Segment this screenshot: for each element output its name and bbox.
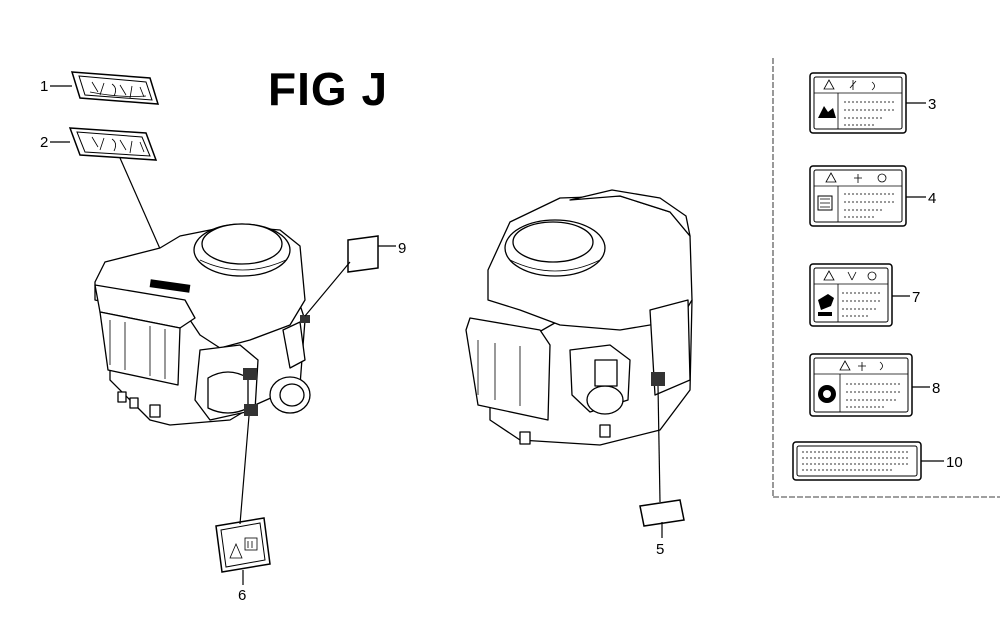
part-5-label[interactable] [639,499,685,527]
part-6-label[interactable] [215,517,271,573]
callout-1: 1 [40,78,48,95]
part-10-info-label[interactable] [792,441,922,481]
part-3-warning-label[interactable] [809,72,907,134]
figure-title: FIG J [268,63,389,115]
part-8-warning-label[interactable] [809,353,913,417]
callout-6: 6 [238,587,246,604]
part-9-label[interactable] [347,235,379,273]
part-4-warning-label[interactable] [809,165,907,227]
engine-left [94,223,311,426]
callout-9: 9 [398,240,406,257]
callout-3: 3 [928,96,936,113]
callout-8: 8 [932,380,940,397]
part-1-emblem[interactable] [70,71,160,105]
callout-10: 10 [946,454,963,471]
label-panel-frame [772,58,1000,498]
part-7-warning-label[interactable] [809,263,893,327]
engine-right [465,189,693,446]
callout-5: 5 [656,541,664,558]
part-2-emblem[interactable] [68,127,158,161]
callout-4: 4 [928,190,936,207]
callout-2: 2 [40,134,48,151]
callout-7: 7 [912,289,920,306]
